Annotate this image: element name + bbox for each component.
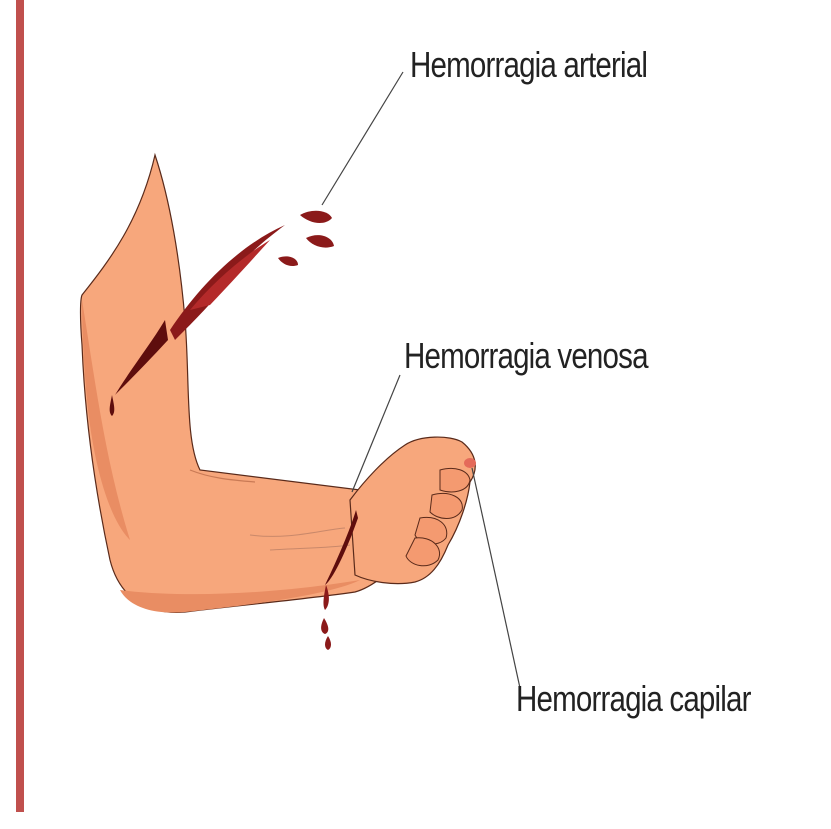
venous-drop-1 (321, 618, 328, 634)
leader-arterial (322, 72, 403, 205)
fingertip-capillary (464, 458, 476, 468)
label-hemorragia-arterial: Hemorragia arterial (410, 44, 647, 86)
bottom-margin (0, 812, 831, 829)
leader-lines (322, 72, 520, 688)
leader-capilar (472, 468, 520, 688)
label-hemorragia-capilar: Hemorragia capilar (516, 678, 751, 720)
venous-drop-2 (325, 636, 331, 650)
drop-2 (306, 235, 334, 247)
label-hemorragia-venosa: Hemorragia venosa (404, 335, 648, 377)
drop-3 (278, 256, 298, 266)
arterial-spray-inner (190, 240, 270, 310)
fist (350, 437, 476, 584)
finger-2 (430, 493, 462, 518)
drop-1 (300, 211, 332, 223)
